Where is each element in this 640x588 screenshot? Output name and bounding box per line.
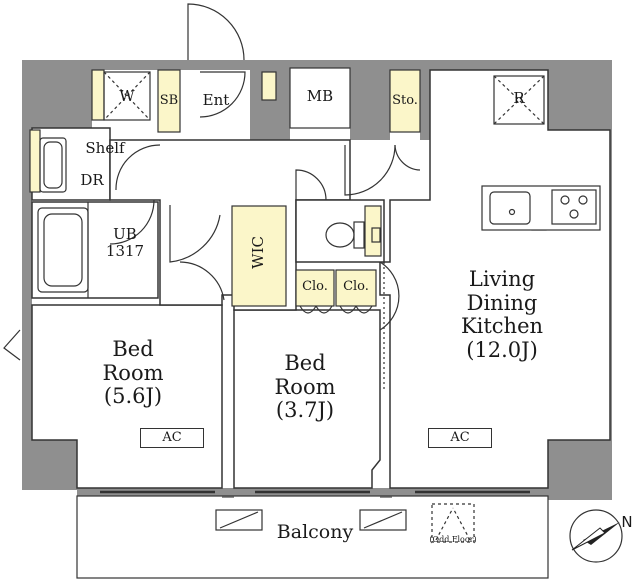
odd-floor-label: (Odd Floor) — [429, 535, 477, 544]
ldk-floor — [379, 69, 611, 489]
door-swings — [3, 3, 421, 361]
wic-area — [231, 205, 287, 307]
dr-shelf — [29, 129, 41, 193]
mb-label: MB — [306, 87, 334, 105]
w-label: W — [119, 87, 135, 105]
balcony-label: Balcony — [276, 521, 354, 543]
dr-label: DR — [80, 171, 104, 189]
sto-label: Sto. — [392, 93, 418, 108]
clo2-area — [335, 269, 377, 307]
ent-label: Ent — [202, 91, 230, 109]
toilet-shelf — [364, 205, 382, 257]
room-floors — [31, 69, 611, 489]
sb-area — [157, 69, 181, 133]
ldk-label: Living Dining Kitchen (12.0J) — [460, 267, 544, 362]
ub-floor — [31, 201, 159, 299]
bed1-ac: AC — [140, 428, 204, 448]
fixtures — [37, 67, 601, 579]
north-label: N — [621, 513, 633, 531]
w-side — [91, 69, 105, 121]
sto-area — [389, 69, 421, 133]
bed2-label: Bed Room (3.7J) — [274, 351, 336, 423]
clo1-area — [295, 269, 335, 307]
dr-floor — [31, 127, 111, 201]
ub-label: UB 1317 — [105, 225, 145, 260]
r-label: R — [513, 89, 525, 107]
sb-label: SB — [159, 93, 179, 108]
clo2-label: Clo. — [343, 279, 369, 294]
wic-label: WIC — [249, 236, 267, 269]
clo1-label: Clo. — [302, 279, 328, 294]
compass — [569, 509, 623, 563]
ldk-ac: AC — [428, 428, 492, 448]
shelf-label: Shelf — [85, 139, 125, 157]
ent-shelf — [261, 71, 277, 101]
bed1-label: Bed Room (5.6J) — [102, 337, 164, 409]
bed2-floor — [233, 309, 381, 489]
storage-areas — [29, 69, 547, 307]
